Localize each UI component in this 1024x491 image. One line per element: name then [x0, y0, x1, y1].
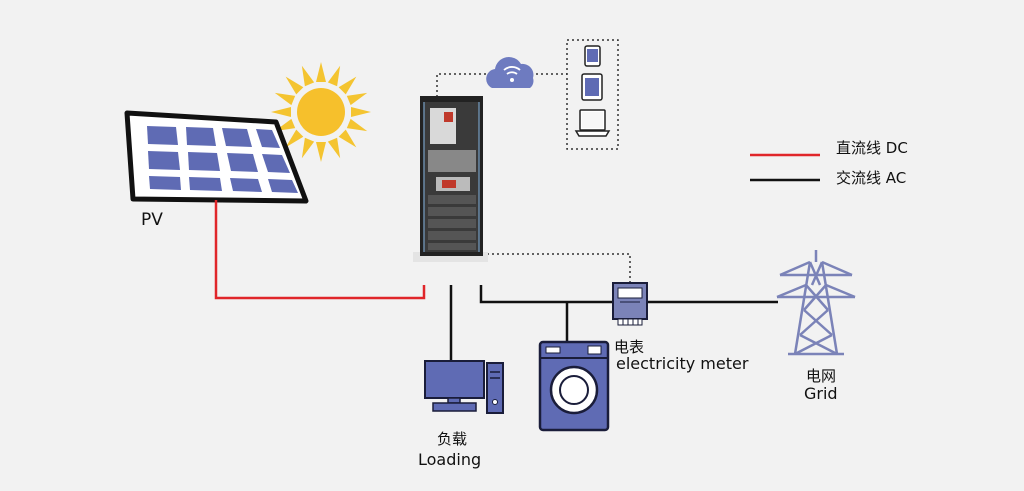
- legend-ac-label: 交流线 AC: [836, 169, 907, 187]
- tablet-icon: [581, 73, 603, 101]
- comm-line-cloud: [436, 73, 486, 97]
- pv-label: PV: [141, 210, 163, 230]
- transmission-tower-icon: [776, 250, 856, 356]
- electricity-meter-icon: [612, 282, 648, 326]
- laptop-icon: [574, 109, 611, 137]
- cloud-wifi-icon: [486, 56, 534, 88]
- computer-icon: [424, 360, 504, 414]
- comm-line-meter: [487, 253, 631, 283]
- meter-label-cn: 电表: [614, 338, 645, 356]
- solar-panel-icon: [124, 110, 309, 204]
- load-label-cn: 负载: [437, 430, 468, 448]
- grid-label-cn: 电网: [806, 367, 837, 385]
- load-label-en: Loading: [418, 450, 482, 469]
- grid-label-en: Grid: [804, 384, 838, 403]
- meter-label-en: electricity meter: [616, 354, 749, 373]
- legend-dc-label: 直流线 DC: [836, 139, 908, 157]
- battery-cabinet-icon: [413, 96, 488, 262]
- dc-cable: [214, 200, 426, 300]
- phone-icon: [584, 45, 601, 67]
- washing-machine-icon: [538, 340, 610, 432]
- device-group-box: [566, 39, 619, 150]
- ac-cable-grid: [479, 285, 778, 304]
